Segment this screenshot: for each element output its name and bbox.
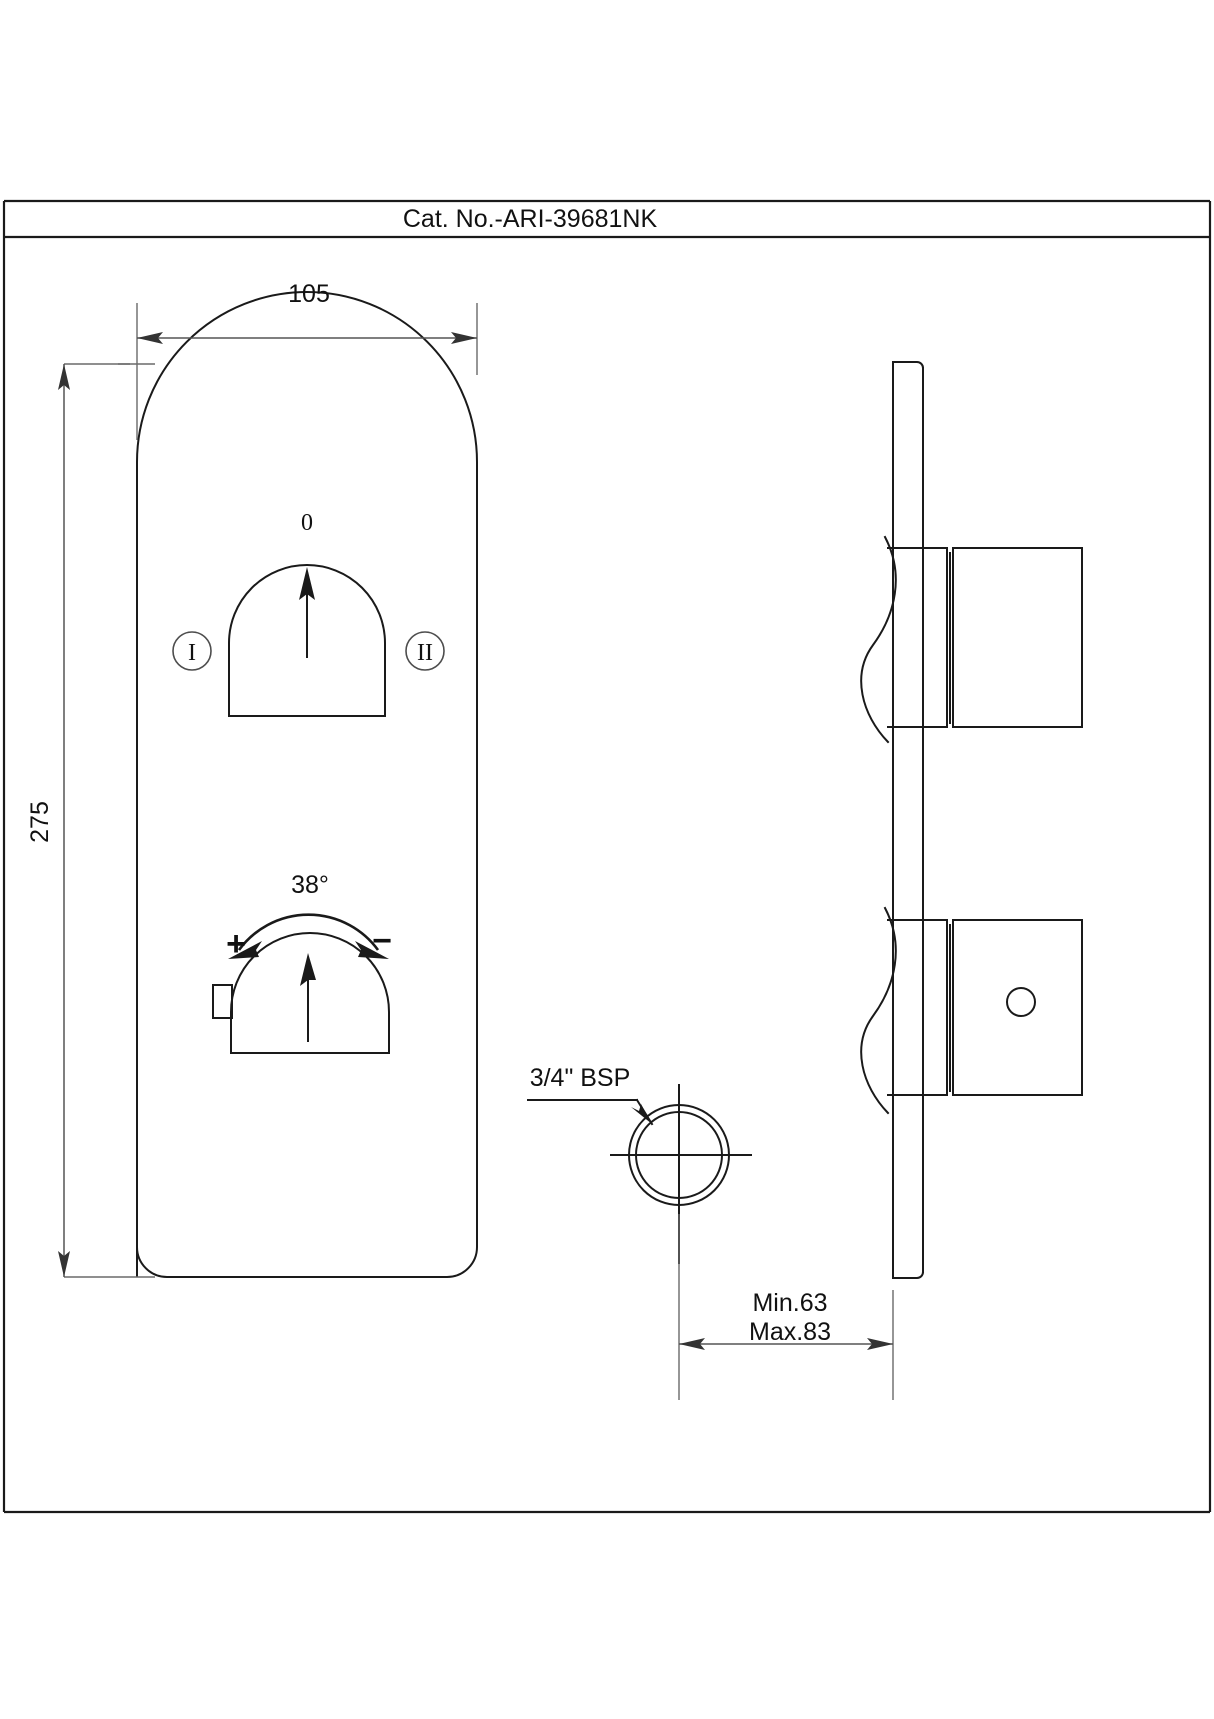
catalog-number-label: Cat. No.-ARI-39681NK	[403, 205, 658, 233]
upper-break-line	[860, 535, 897, 744]
zero-index-label: 0	[301, 510, 313, 536]
outlet-two-label: II	[417, 640, 433, 666]
lower-knob-pointer-icon	[300, 953, 316, 1042]
upper-knob-outline	[228, 564, 386, 717]
lower-break-line	[860, 906, 897, 1115]
temperature-range-arc	[228, 913, 389, 959]
inlet-detail-group: 3/4" BSP	[527, 1064, 752, 1264]
upper-knob-pointer-icon	[299, 567, 315, 658]
override-button-icon	[1006, 987, 1036, 1017]
side-lower-knob	[922, 919, 1083, 1096]
lower-knob-safety-tab	[212, 984, 233, 1019]
temperature-plus-label: +	[226, 925, 246, 963]
bsp-thread-label: 3/4" BSP	[530, 1064, 631, 1092]
side-view-group	[860, 361, 1083, 1279]
width-dimension: 105	[118, 280, 478, 440]
side-upper-knob	[922, 547, 1083, 728]
side-faceplate-plate	[892, 361, 924, 1279]
outlet-two-marker: II	[405, 631, 445, 671]
temperature-angle-label: 38°	[291, 871, 329, 899]
faceplate-outline	[136, 291, 478, 1278]
temperature-minus-label: −	[372, 922, 392, 960]
sheet-frame	[2, 199, 1212, 1514]
depth-min-label: Min.63	[752, 1289, 827, 1317]
lower-knob-outline	[230, 932, 390, 1054]
outlet-one-marker: I	[172, 631, 212, 671]
height-dimension: 275	[26, 363, 155, 1278]
depth-max-label: Max.83	[749, 1318, 831, 1346]
width-dimension-label: 105	[288, 280, 330, 308]
depth-dimension: Min.63 Max.83	[678, 1214, 894, 1400]
height-dimension-label: 275	[26, 801, 54, 843]
front-view-group: 0 I II	[136, 291, 478, 1278]
outlet-one-label: I	[188, 640, 196, 666]
